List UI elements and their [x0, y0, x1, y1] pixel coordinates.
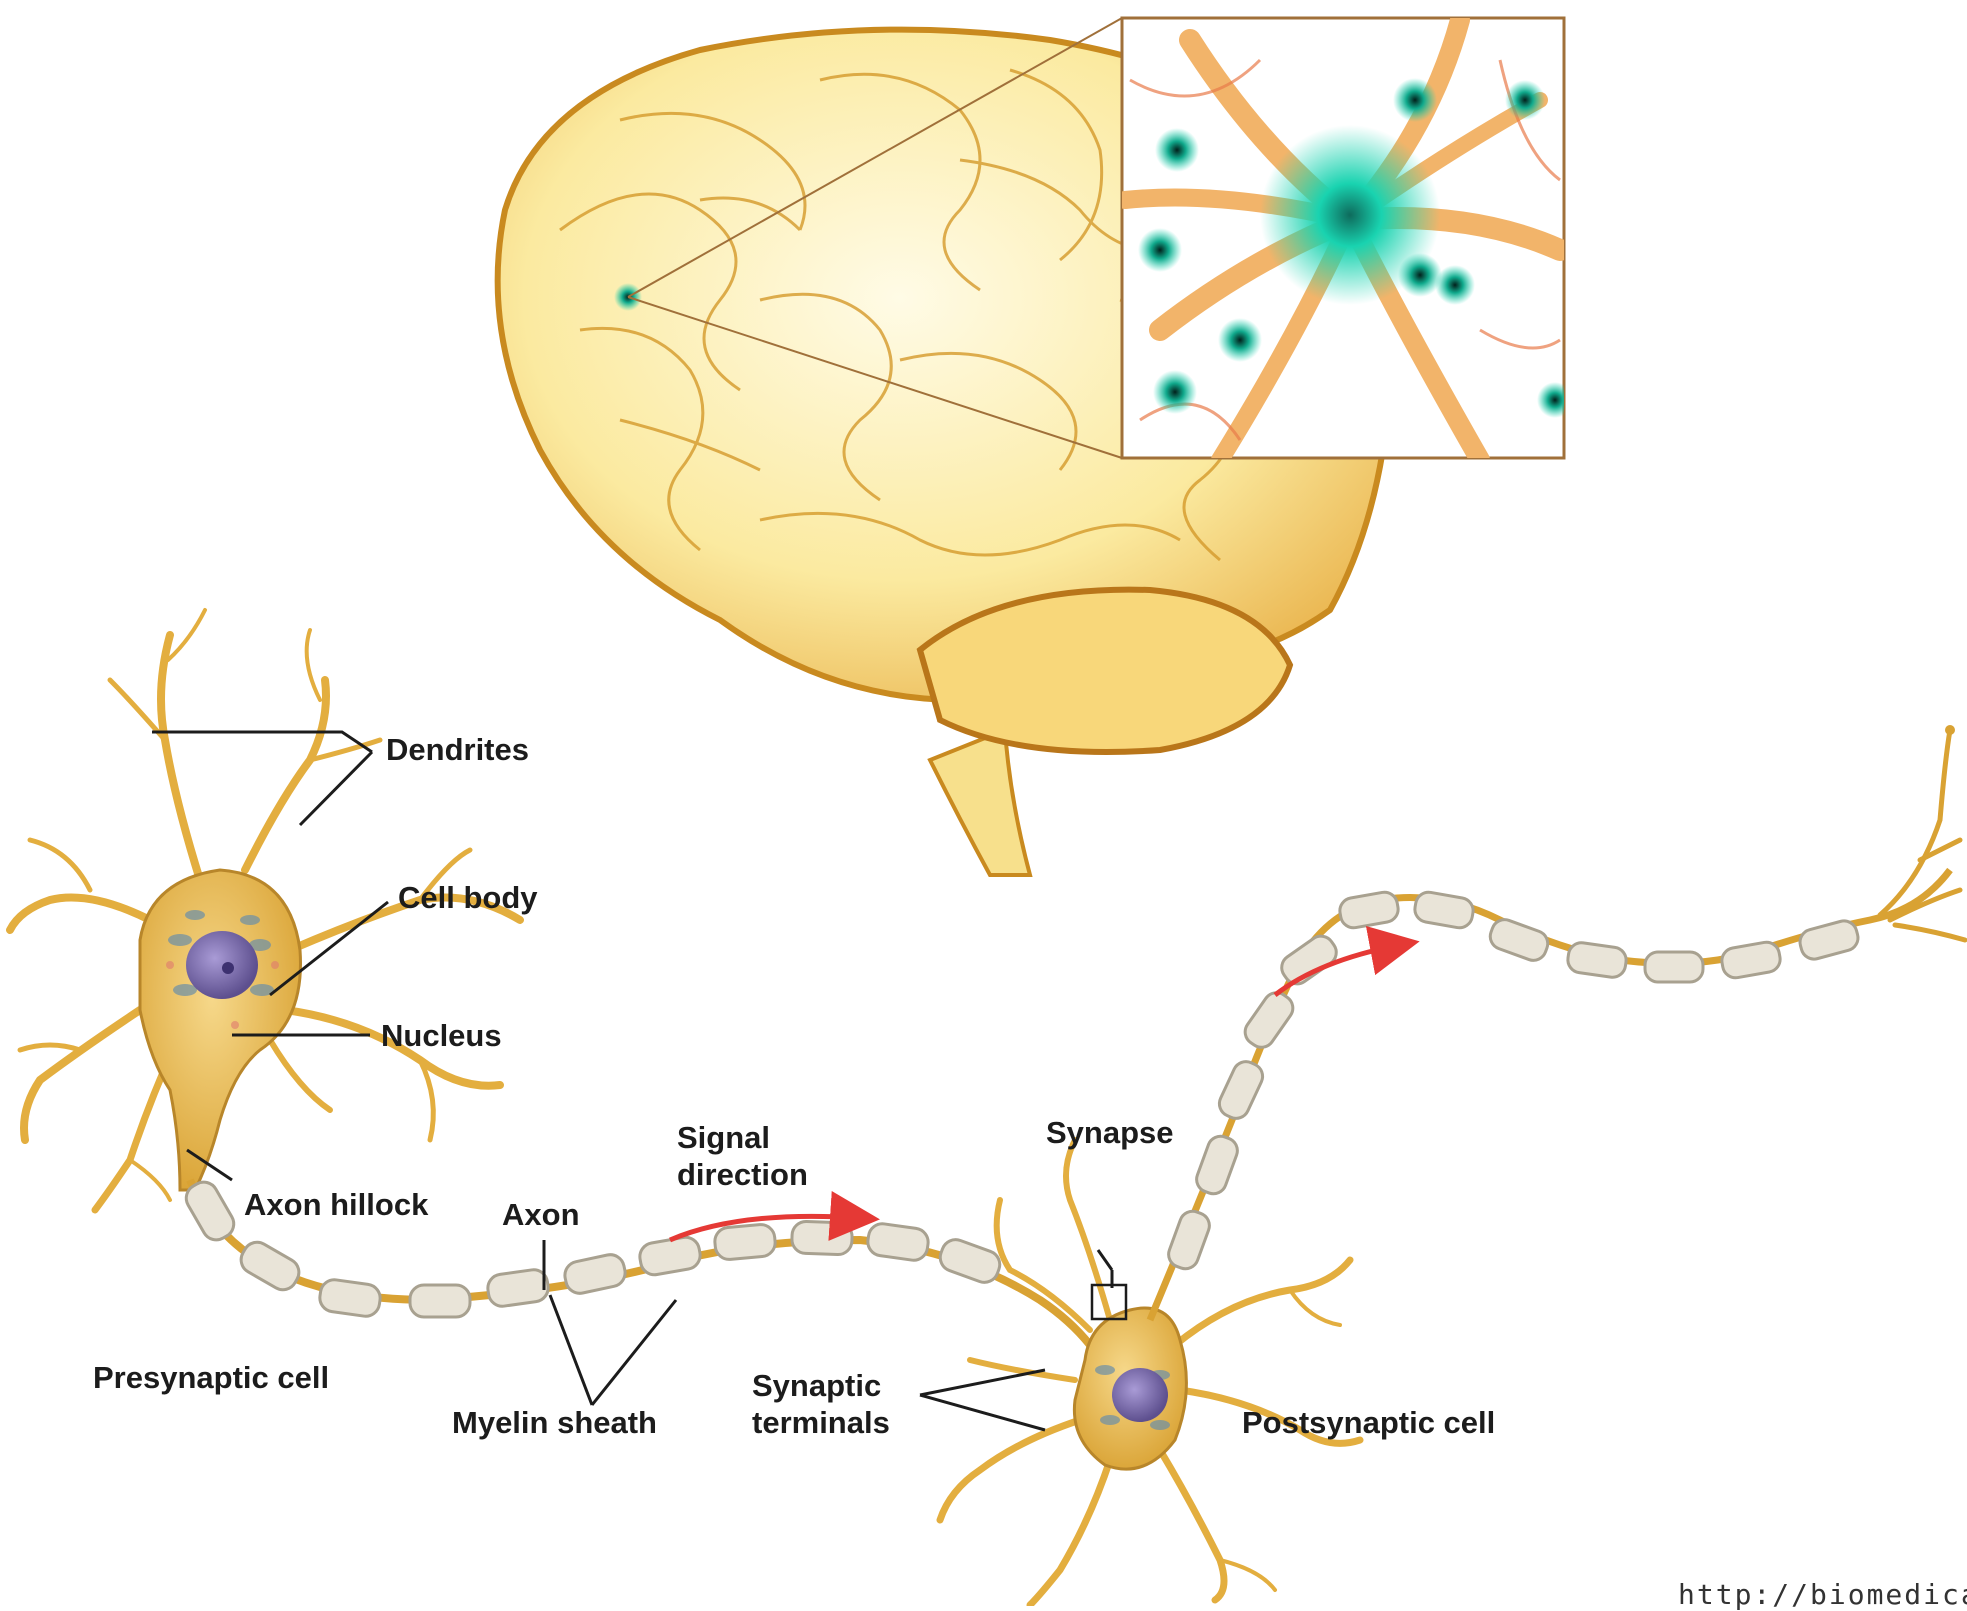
label-cell-body: Cell body [398, 880, 538, 916]
label-axon-hillock: Axon hillock [244, 1187, 428, 1223]
label-terminals: terminals [752, 1405, 890, 1441]
axon-terminal-branches [1880, 730, 1965, 940]
source-url-text: http://biomedical [1678, 1578, 1967, 1611]
label-dendrites: Dendrites [386, 732, 529, 768]
presynaptic-nucleolus [222, 962, 234, 974]
presynaptic-cell-body [140, 870, 301, 1190]
postsynaptic-myelin-segments [1165, 890, 1861, 1272]
brainstem [930, 730, 1030, 875]
label-signal: Signal [677, 1120, 770, 1156]
label-presynaptic-cell: Presynaptic cell [93, 1360, 329, 1396]
label-direction: direction [677, 1157, 808, 1193]
presynaptic-nucleus [186, 931, 258, 999]
postsynaptic-nucleus [1112, 1368, 1168, 1422]
label-synaptic: Synaptic [752, 1368, 881, 1404]
label-axon: Axon [502, 1197, 580, 1233]
label-nucleus: Nucleus [381, 1018, 502, 1054]
postsynaptic-neuron [940, 1140, 1360, 1605]
postsynaptic-axon [1150, 725, 1965, 1320]
label-postsynaptic-cell: Postsynaptic cell [1242, 1405, 1495, 1441]
label-synapse: Synapse [1046, 1115, 1174, 1151]
label-myelin-sheath: Myelin sheath [452, 1405, 657, 1441]
zoom-inset [1122, 18, 1573, 460]
brain-cerebellum [920, 590, 1290, 752]
